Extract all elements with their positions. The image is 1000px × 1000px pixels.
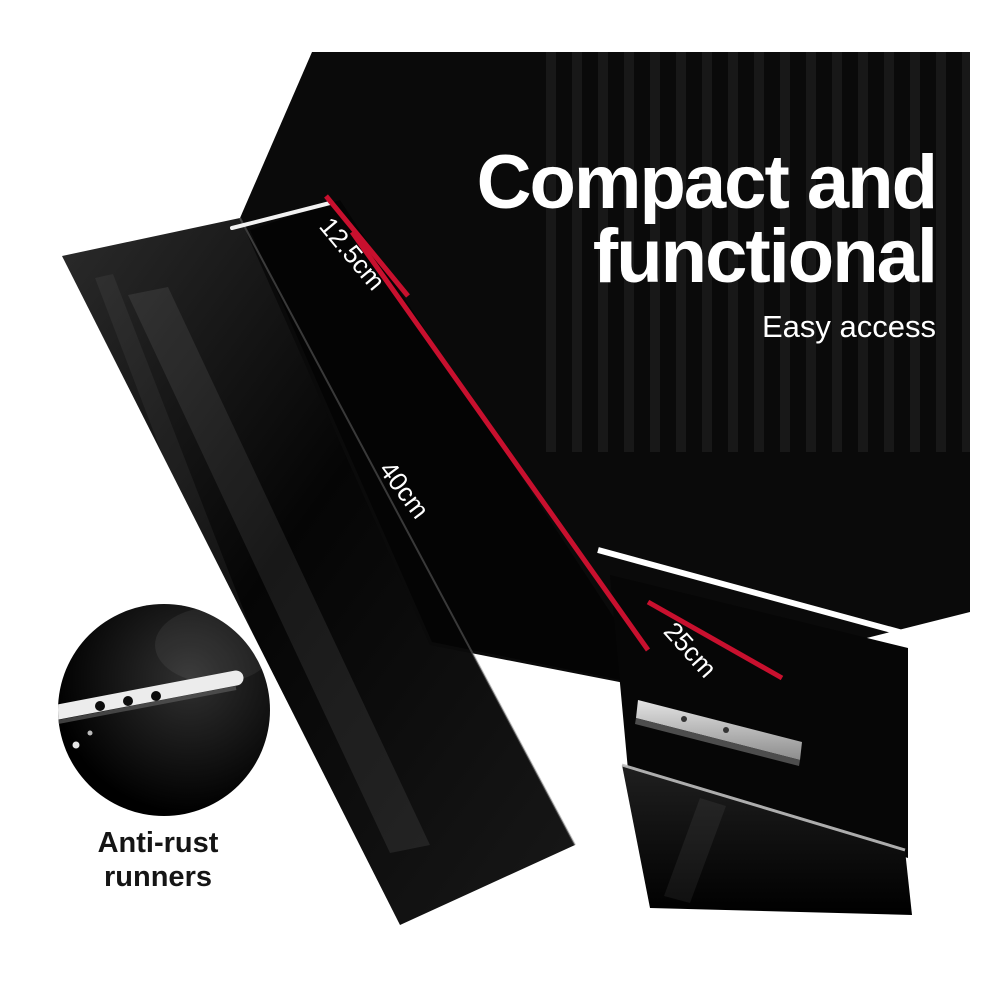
inset-caption-line-2: runners: [104, 861, 212, 894]
inset-photo-background: [58, 604, 270, 816]
lower-drawer-reflection: [664, 798, 726, 903]
runner-closeup-shadow: [58, 686, 237, 724]
inset-caption: Anti-rust runners: [98, 826, 219, 894]
runner-screw: [681, 716, 687, 722]
drawer-interior: [250, 200, 660, 688]
dimension-line-12-5cm: [324, 194, 410, 298]
headline-line-2: functional: [592, 214, 938, 300]
headline: Compact and functional Easy access: [476, 140, 938, 345]
inset-photo-circle: [58, 604, 270, 816]
headline-line-1: Compact and: [476, 140, 938, 225]
dimension-line-40cm: [349, 230, 651, 652]
runner-glint-3: [87, 730, 93, 736]
inset-caption-line-1: Anti-rust: [97, 827, 219, 859]
runner-hole-3: [151, 691, 161, 701]
drawer-front-reflection: [128, 287, 430, 853]
drawer-rim-highlight: [230, 201, 332, 230]
runner-screw-2: [723, 727, 729, 733]
drawer-front-reflection-2: [95, 274, 340, 863]
runner-glint: [72, 741, 80, 749]
cabinet-gap-line: [597, 547, 911, 638]
drawer-runner-shadow: [635, 718, 800, 766]
drawer-rim-edge: [239, 217, 576, 846]
cabinet-top-reflection: [530, 52, 970, 452]
drawer-runner-bar: [636, 700, 802, 760]
dimension-line-25cm: [646, 599, 784, 681]
lower-drawer-front: [622, 765, 912, 915]
runner-hole-2: [123, 696, 133, 706]
runner-hole: [95, 701, 105, 711]
headline-subtitle: Easy access: [761, 308, 936, 344]
drawer-front-panel: [62, 218, 575, 925]
runner-glint-2: [61, 761, 67, 767]
lower-drawer-edge-highlight: [621, 763, 906, 852]
runner-closeup-bar: [58, 670, 244, 720]
